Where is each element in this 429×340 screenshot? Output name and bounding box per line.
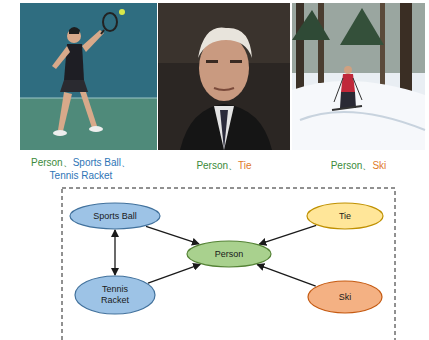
class-ellipse: Person xyxy=(186,240,272,268)
object-tag: Person、 xyxy=(196,160,238,171)
ski-photo xyxy=(292,3,425,150)
relation-arrow xyxy=(146,226,199,244)
object-tag: Tennis Racket xyxy=(50,170,113,181)
node-label: Tennis Racket xyxy=(92,284,138,306)
node-label: Person xyxy=(215,249,244,260)
tennis-photo xyxy=(20,3,157,150)
node-label: Sports Ball xyxy=(93,211,137,222)
class-ellipse: Sports Ball xyxy=(69,202,161,230)
dashed-frame xyxy=(62,188,395,340)
image-caption: Person、Tie xyxy=(158,159,290,172)
class-ellipse: Tennis Racket xyxy=(74,275,156,315)
portrait-photo xyxy=(158,3,290,150)
object-tag: Person、 xyxy=(31,157,73,168)
image-caption: Person、Sports Ball、 Tennis Racket xyxy=(20,156,142,182)
object-tag: Tie xyxy=(238,160,252,171)
relation-arrow xyxy=(148,264,200,283)
class-ellipse: Tie xyxy=(306,202,384,230)
node-label: Ski xyxy=(339,292,352,303)
object-tag: Sports Ball、 xyxy=(73,157,131,168)
relation-arrow xyxy=(257,265,315,287)
object-tag: Ski xyxy=(372,160,386,171)
relation-arrow xyxy=(259,225,316,244)
image-caption: Person、Ski xyxy=(292,159,425,172)
object-tag: Person、 xyxy=(331,160,373,171)
node-label: Tie xyxy=(339,211,351,222)
relation-arrow xyxy=(114,230,115,275)
class-ellipse: Ski xyxy=(307,280,383,314)
